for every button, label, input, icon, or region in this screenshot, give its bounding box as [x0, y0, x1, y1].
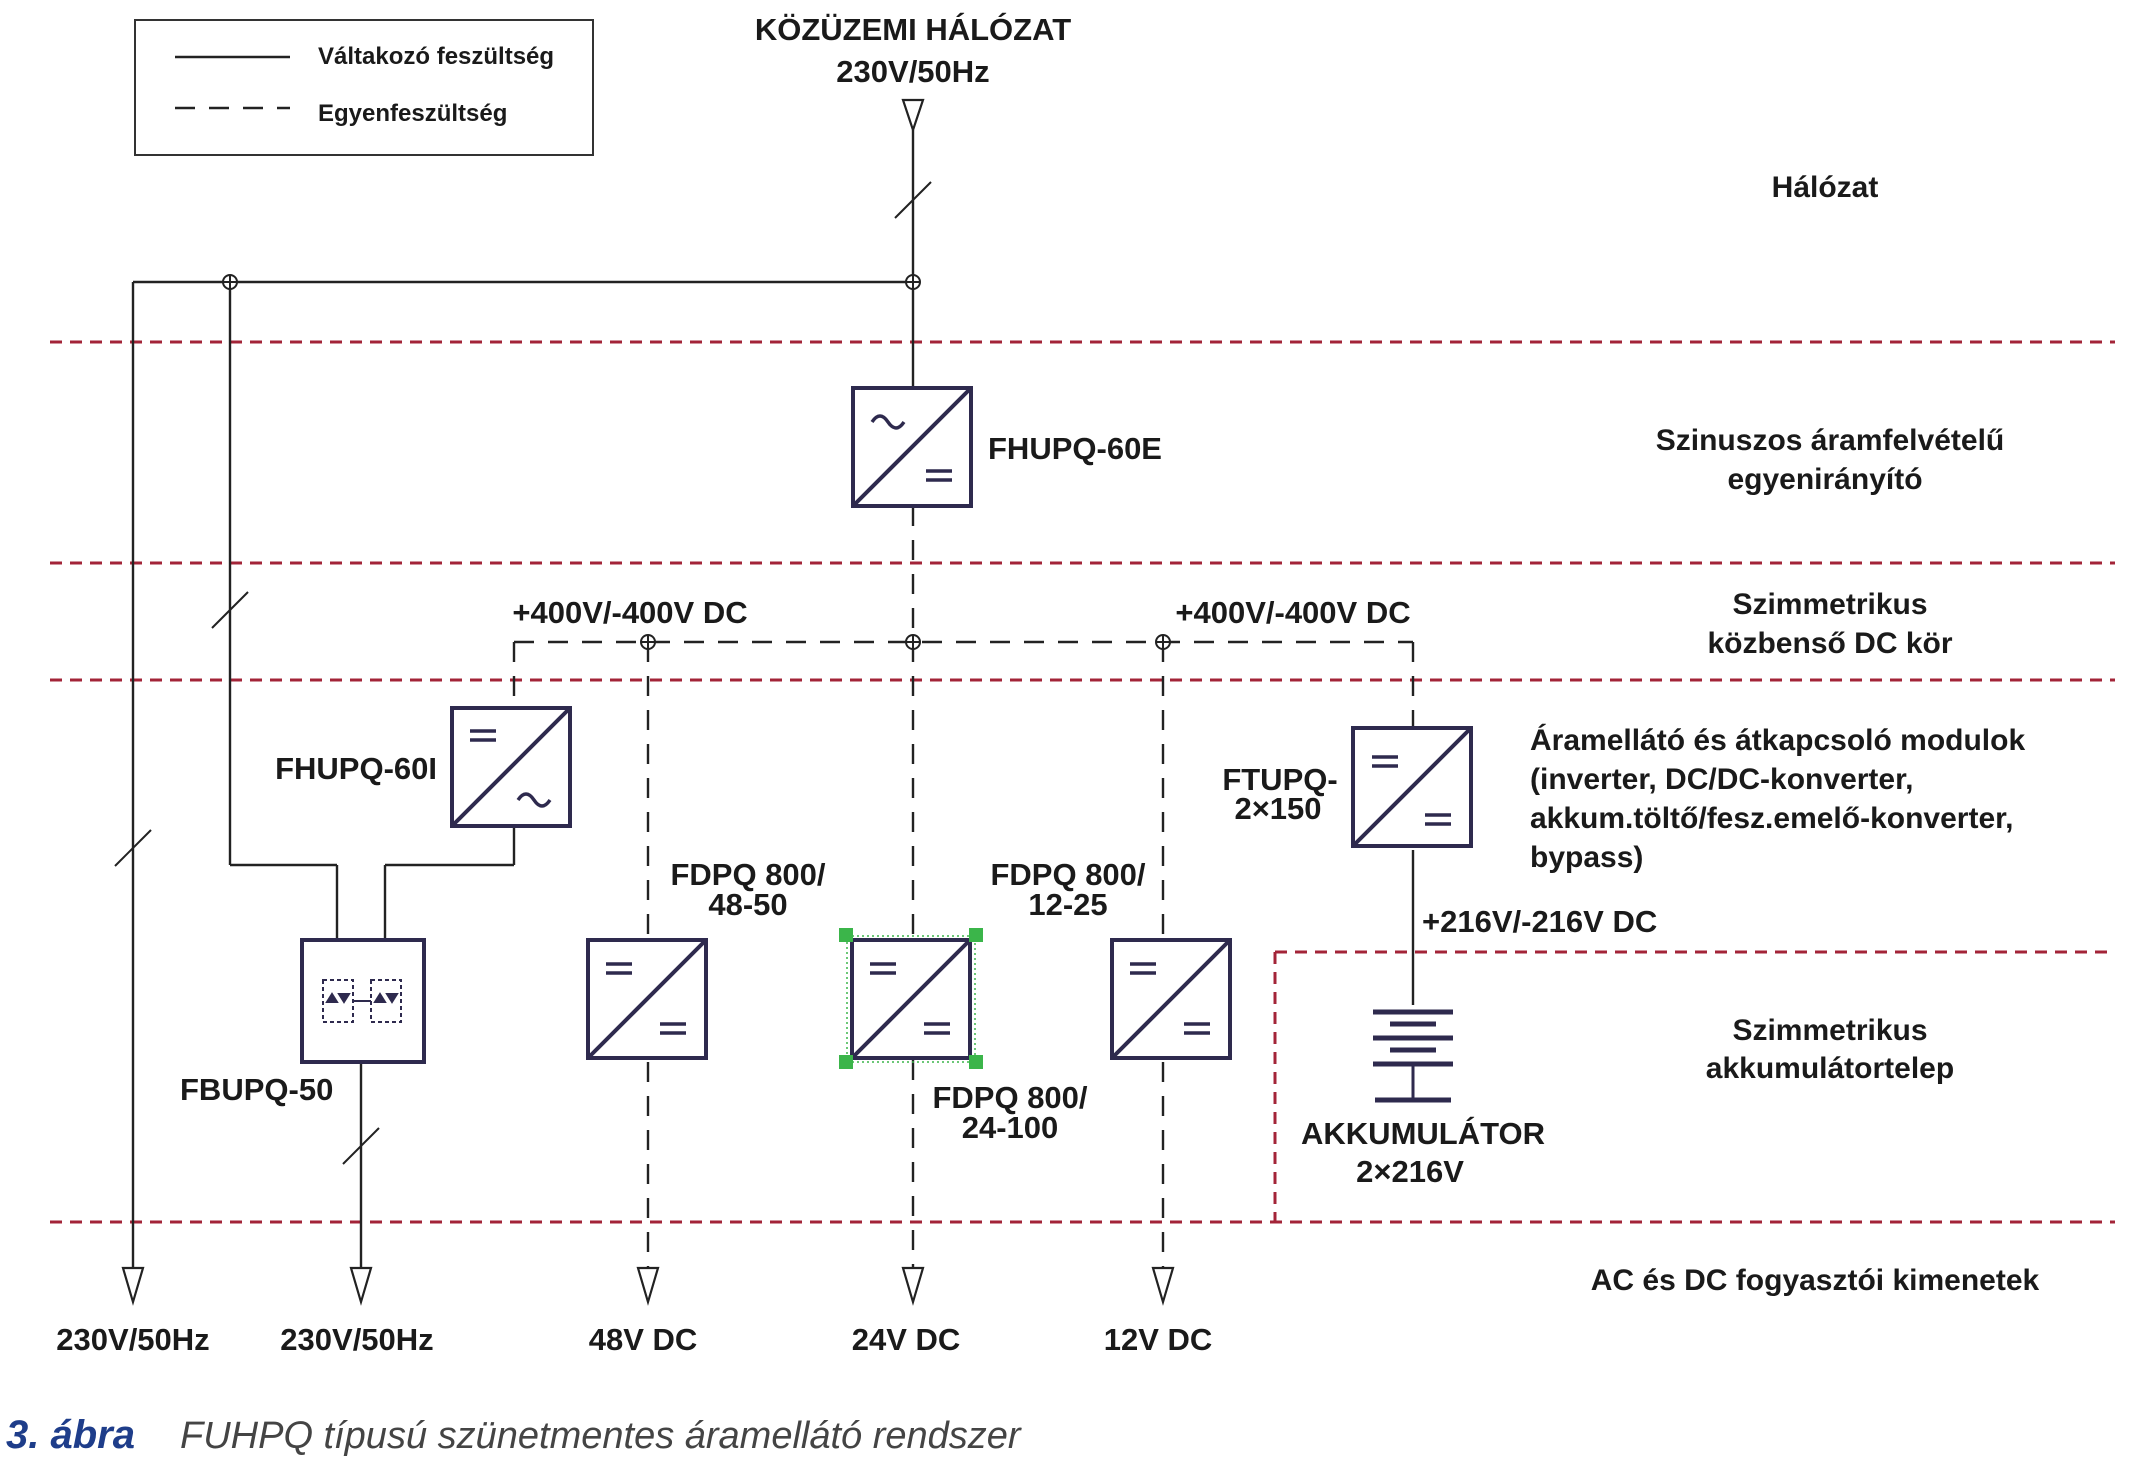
charger-block	[1351, 726, 1473, 848]
output-arrows	[121, 1266, 1175, 1306]
node-ac-grid	[905, 274, 921, 290]
dcdc-24-dc-out-symbol	[924, 1022, 950, 1035]
charger-diagonal	[1351, 726, 1473, 848]
dcdc-48-dc-in-symbol	[606, 962, 632, 975]
junction-nodes	[222, 274, 1171, 650]
battery-label-2: 2×216V	[1356, 1154, 1464, 1189]
wire-ticks	[114, 181, 932, 1165]
rectifier-diagonal	[851, 386, 973, 508]
zone-label-battery-2: akkumulátortelep	[1706, 1052, 1954, 1085]
tick-bypass-feed	[211, 591, 249, 629]
inverter-ac-symbol	[516, 792, 552, 808]
zone-label-dclink-1: Szimmetrikus	[1732, 588, 1927, 621]
charger-label-2: 2×150	[1234, 791, 1321, 826]
output-arrow-1	[121, 1266, 145, 1306]
dcdc-48-block	[586, 938, 708, 1060]
zone-label-outputs: AC és DC fogyasztói kimenetek	[1591, 1264, 2040, 1297]
bypass-block	[300, 938, 426, 1064]
node-dc-center	[905, 634, 921, 650]
output-label-12v: 12V DC	[1104, 1322, 1213, 1357]
dcdc-48-diagonal	[586, 938, 708, 1060]
zone-label-rectifier-2: egyenirányító	[1727, 463, 1922, 496]
output-arrow-2	[349, 1266, 373, 1306]
zone-label-rectifier-1: Szinuszos áramfelvételű	[1656, 424, 2004, 457]
grid-input-voltage: 230V/50Hz	[836, 54, 989, 89]
selection-handle-top-left[interactable]	[839, 928, 853, 942]
charger-label-1: FTUPQ-	[1222, 762, 1337, 797]
rectifier-dc-symbol	[926, 469, 952, 482]
node-ac-bypass-tap	[222, 274, 238, 290]
ac-wiring	[131, 130, 1415, 1268]
dcdc-48-label-2: 48-50	[708, 887, 787, 922]
legend-dc-label: Egyenfeszültség	[318, 100, 507, 127]
tick-grid-feed	[894, 181, 932, 219]
battery-label-1: AKKUMULÁTOR	[1301, 1116, 1545, 1151]
node-dc-12	[1155, 634, 1171, 650]
rectifier-label: FHUPQ-60E	[988, 431, 1162, 466]
thyristor-switch-icon	[322, 979, 402, 1023]
output-label-ac-ups: 230V/50Hz	[280, 1322, 433, 1357]
output-arrow-3	[636, 1266, 660, 1306]
dcdc-24-dc-in-symbol	[870, 962, 896, 975]
inverter-dc-symbol	[470, 729, 496, 742]
legend: Váltakozó feszültség Egyenfeszültség	[134, 19, 594, 156]
dcdc-12-dc-out-symbol	[1184, 1022, 1210, 1035]
zone-label-network: Hálózat	[1772, 171, 1879, 204]
inverter-diagonal	[450, 706, 572, 828]
figure-caption: FUHPQ típusú szünetmentes áramellátó ren…	[180, 1415, 1022, 1457]
battery-bus-label: +216V/-216V DC	[1422, 904, 1657, 939]
zone-label-modules-2: (inverter, DC/DC-konverter,	[1530, 763, 1913, 796]
selection-handle-bottom-left[interactable]	[839, 1055, 853, 1069]
rectifier-ac-symbol	[870, 414, 906, 430]
grid-input-title: KÖZÜZEMI HÁLÓZAT	[755, 11, 1071, 47]
dcdc-24-label-2: 24-100	[962, 1110, 1059, 1145]
output-label-24v: 24V DC	[852, 1322, 961, 1357]
dcdc-24-diagonal	[850, 938, 972, 1060]
inverter-block	[450, 706, 572, 828]
node-dc-48	[640, 634, 656, 650]
dc-wiring	[512, 506, 1415, 1268]
rectifier-block	[851, 386, 973, 508]
legend-frame	[134, 19, 594, 156]
output-label-ac-bypass: 230V/50Hz	[56, 1322, 209, 1357]
zone-label-battery-1: Szimmetrikus	[1732, 1014, 1927, 1047]
zone-label-modules-3: akkum.töltő/fesz.emelő-konverter,	[1530, 802, 2014, 835]
inverter-label: FHUPQ-60I	[275, 751, 437, 786]
output-labels: 230V/50Hz 230V/50Hz 48V DC 24V DC 12V DC	[56, 1322, 1212, 1357]
selection-handle-top-right[interactable]	[969, 928, 983, 942]
dcdc-12-block	[1110, 938, 1232, 1060]
zone-labels: Hálózat Szinuszos áramfelvételű egyenirá…	[1530, 171, 2040, 1297]
zone-label-modules-4: bypass)	[1530, 841, 1643, 874]
dcdc-48-label-1: FDPQ 800/	[670, 857, 825, 892]
bypass-label: FBUPQ-50	[180, 1072, 333, 1107]
zone-label-modules-1: Áramellátó és átkapcsoló modulok	[1530, 723, 2025, 757]
charger-dc-in-symbol	[1372, 755, 1398, 768]
zone-separators	[50, 340, 2115, 1224]
legend-ac-label: Váltakozó feszültség	[318, 43, 554, 70]
dc-bus-label-left: +400V/-400V DC	[512, 595, 747, 630]
dcdc-12-diagonal	[1110, 938, 1232, 1060]
output-label-48v: 48V DC	[589, 1322, 698, 1357]
figure-number: 3. ábra	[6, 1413, 135, 1457]
tick-ups-output-line	[342, 1127, 380, 1165]
output-arrow-4	[901, 1266, 925, 1306]
grid-input-arrow	[901, 98, 925, 134]
dc-bus-label-right: +400V/-400V DC	[1175, 595, 1410, 630]
dcdc-48-dc-out-symbol	[660, 1022, 686, 1035]
charger-dc-out-symbol	[1425, 813, 1451, 826]
dcdc-24-block[interactable]	[839, 928, 983, 1069]
output-arrow-5	[1151, 1266, 1175, 1306]
dcdc-24-label-1: FDPQ 800/	[932, 1080, 1087, 1115]
selection-handle-bottom-right[interactable]	[969, 1055, 983, 1069]
zone-label-dclink-2: közbenső DC kör	[1707, 627, 1952, 660]
battery-icon	[1373, 1009, 1453, 1103]
dcdc-12-label-2: 12-25	[1028, 887, 1107, 922]
dcdc-24-selection-frame	[846, 935, 976, 1063]
dcdc-12-label-1: FDPQ 800/	[990, 857, 1145, 892]
tick-bypass-output-line	[114, 829, 152, 867]
dcdc-12-dc-in-symbol	[1130, 962, 1156, 975]
